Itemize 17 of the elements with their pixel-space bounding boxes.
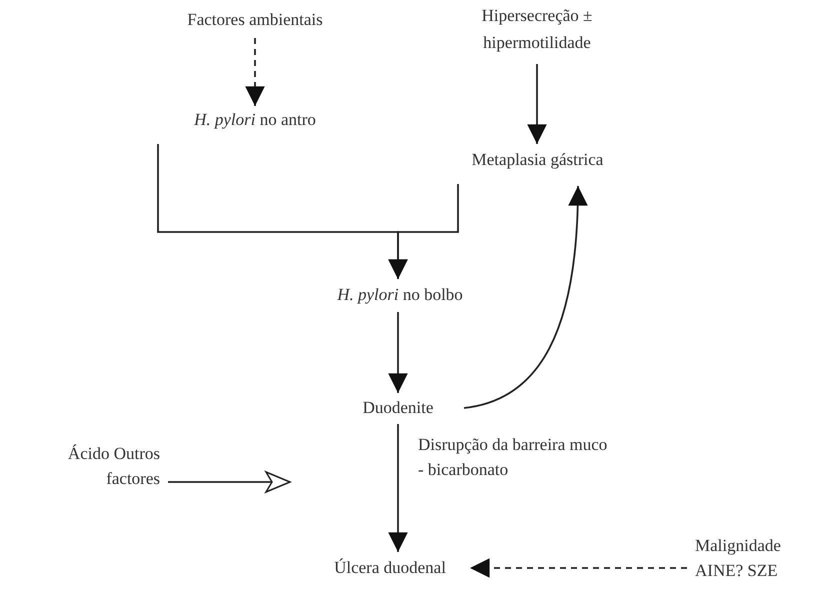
arrow bbox=[464, 186, 588, 409]
flow-label: Hipersecreção ± hipermotilidade bbox=[452, 2, 622, 56]
flow-label: H. pylori no bolbo bbox=[315, 283, 485, 307]
flow-label: Factores ambientais bbox=[155, 8, 355, 32]
arrow bbox=[388, 184, 459, 279]
arrow bbox=[245, 38, 265, 106]
flow-label: H. pylori no antro bbox=[185, 108, 325, 132]
arrow bbox=[470, 558, 687, 578]
flow-label: Úlcera duodenal bbox=[320, 556, 460, 580]
arrow bbox=[168, 471, 291, 493]
arrow bbox=[388, 424, 408, 552]
flow-label: Metaplasia gástrica bbox=[445, 148, 630, 172]
flow-label: Duodenite bbox=[340, 396, 456, 420]
flow-label: Ácido Outros factores bbox=[10, 441, 160, 491]
arrow bbox=[388, 312, 408, 393]
arrow bbox=[527, 64, 547, 144]
flow-label: Malignidade AINE? SZE bbox=[695, 533, 805, 583]
